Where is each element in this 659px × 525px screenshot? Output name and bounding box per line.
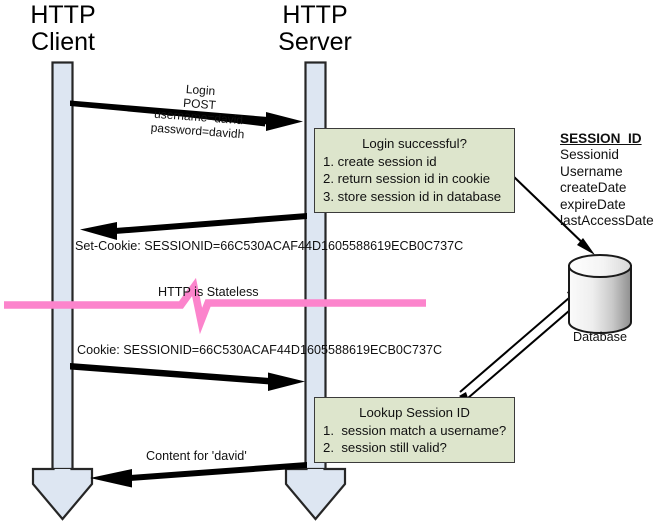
arrow-set-cookie-response — [80, 213, 307, 240]
note-login-line-3: 3. store session id in database — [323, 188, 502, 204]
message-label-login-request: Login POST username=david password=david… — [150, 82, 245, 142]
arrow-content-response — [90, 462, 307, 488]
arrow-lookup-database-bidirectional — [459, 289, 578, 404]
database-cylinder-icon — [568, 254, 632, 334]
note-login-successful: Login successful? 1. create session id 2… — [314, 128, 515, 213]
note-lookup-line-2: 2. session still valid? — [323, 440, 447, 455]
lifeline-client — [31, 61, 94, 521]
session-id-heading: SESSION_ID — [560, 131, 642, 146]
message-label-content-response: Content for 'david' — [146, 449, 247, 463]
session-id-field-3: createDate — [560, 180, 627, 196]
session-id-field-1: Sessionid — [560, 147, 619, 163]
arrow-login-request — [70, 100, 303, 131]
message-label-set-cookie-response: Set-Cookie: SESSIONID=66C530ACAF44D16055… — [75, 239, 464, 253]
note-login-title: Login successful? — [362, 136, 467, 151]
stateless-break-line — [4, 277, 426, 335]
session-id-field-4: expireDate — [560, 196, 626, 212]
arrow-cookie-request — [70, 363, 305, 391]
session-id-field-2: Username — [560, 163, 623, 179]
session-id-field-5: lastAccessDate — [560, 213, 654, 229]
note-lookup-line-1: 1. session match a username? — [323, 422, 507, 438]
note-login-line-1: 1. create session id — [323, 153, 437, 169]
actor-title-client: HTTP Client — [30, 1, 96, 56]
actor-title-server: HTTP Server — [278, 1, 352, 56]
stateless-label: HTTP is Stateless — [158, 285, 259, 299]
note-lookup-title: Lookup Session ID — [359, 405, 470, 420]
note-login-line-2: 2. return session id in cookie — [323, 171, 491, 186]
database-label: Database — [573, 330, 627, 344]
arrow-store-session-to-database — [512, 175, 595, 255]
message-label-cookie-request: Cookie: SESSIONID=66C530ACAF44D160558861… — [77, 343, 443, 357]
note-lookup-session-id: Lookup Session ID 1. session match a use… — [314, 397, 515, 463]
session-id-entity: SESSION_ID Sessionid Username createDate… — [560, 131, 659, 229]
